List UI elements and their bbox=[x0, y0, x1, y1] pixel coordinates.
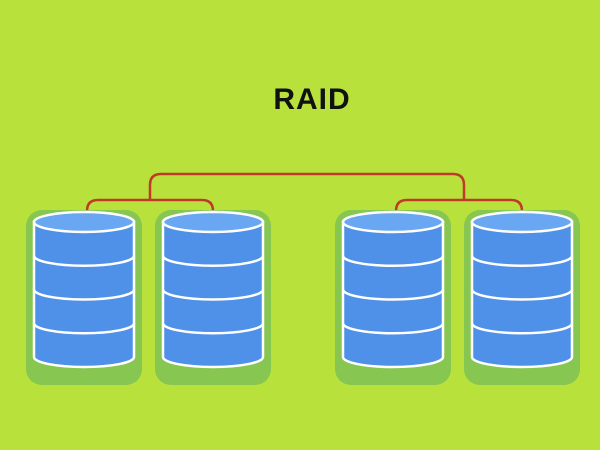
disk-top bbox=[161, 210, 265, 234]
platter-divider bbox=[341, 322, 445, 335]
platter-divider bbox=[32, 289, 136, 301]
left-pair-connector bbox=[85, 198, 215, 229]
disk-array bbox=[26, 210, 580, 385]
disk-top bbox=[470, 210, 574, 234]
disk-body bbox=[32, 220, 136, 369]
platter-divider bbox=[161, 322, 265, 335]
disk-3 bbox=[335, 210, 451, 385]
platter-divider bbox=[341, 289, 445, 301]
disk-body bbox=[470, 220, 574, 369]
platter-divider bbox=[341, 255, 445, 267]
connector-lines bbox=[85, 172, 524, 229]
platter-divider bbox=[470, 255, 574, 267]
disk-top bbox=[341, 210, 445, 234]
platter-divider bbox=[32, 322, 136, 335]
disk-4 bbox=[464, 210, 580, 385]
disk-2 bbox=[155, 210, 271, 385]
diagram-title: RAID bbox=[273, 83, 350, 116]
platter-divider bbox=[161, 289, 265, 301]
platter-divider bbox=[470, 322, 574, 335]
disk-top bbox=[32, 210, 136, 234]
disk-body bbox=[161, 220, 265, 369]
right-pair-connector bbox=[394, 198, 524, 229]
platter-divider bbox=[470, 289, 574, 301]
disk-1 bbox=[26, 210, 142, 385]
disk-body bbox=[341, 220, 445, 369]
platter-divider bbox=[161, 255, 265, 267]
platter-divider bbox=[32, 255, 136, 267]
top-bus-line bbox=[148, 172, 466, 200]
